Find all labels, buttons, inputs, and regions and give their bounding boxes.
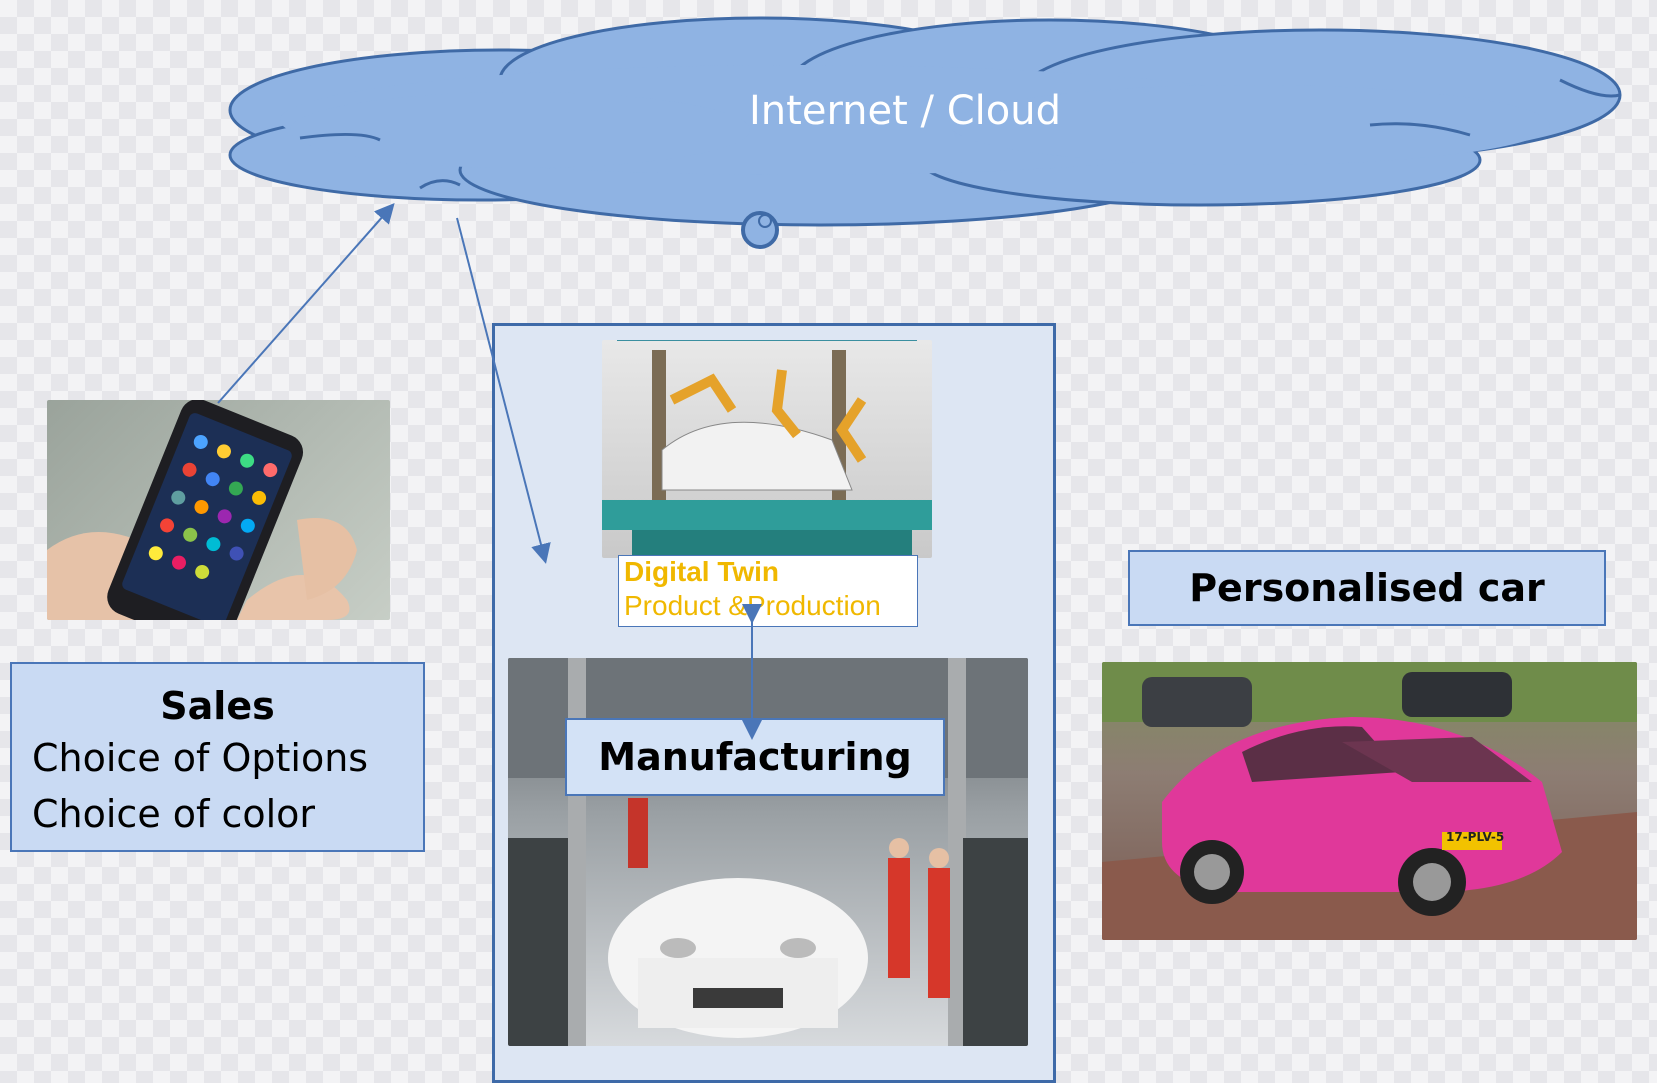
digital-twin-label: Digital Twin Product &Production (618, 555, 918, 627)
arrow-cloud-to-manufacturing (456, 217, 551, 564)
digital-twin-title: Digital Twin (624, 556, 780, 587)
sales-color-line: Choice of color (32, 792, 316, 836)
arrow-phone-to-cloud (217, 203, 395, 404)
phone-photo (47, 400, 390, 620)
sales-box: Sales Choice of Options Choice of color (10, 662, 425, 852)
sales-option-line: Choice of Options (32, 736, 369, 780)
pink-car-illustration (1102, 662, 1637, 940)
factory-photo (508, 658, 1028, 1046)
license-plate: 17-PLV-5 (1446, 830, 1505, 844)
personalised-car-label: Personalised car (1128, 550, 1606, 626)
robot-render (602, 340, 932, 558)
factory-illustration (508, 658, 1028, 1046)
cloud-label: Internet / Cloud (749, 88, 1061, 134)
robot-illustration (602, 340, 932, 558)
pink-car-photo: 17-PLV-5 (1102, 662, 1637, 940)
sales-title: Sales (160, 684, 275, 728)
phone-illustration (47, 400, 357, 620)
